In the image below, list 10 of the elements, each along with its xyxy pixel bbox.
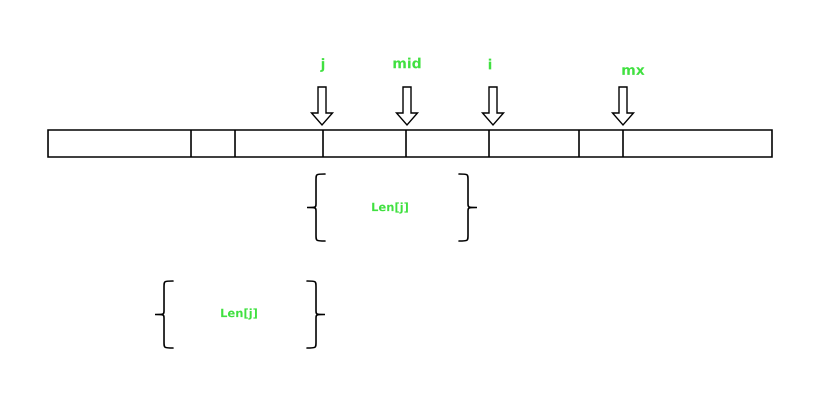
pointer-label: mx	[622, 67, 645, 75]
hollow-arrow	[394, 86, 420, 126]
hollow-arrow	[610, 86, 636, 126]
length-label: Len[j]	[221, 308, 257, 320]
pointer-label: mid	[393, 58, 421, 68]
hollow-arrow	[480, 86, 506, 126]
pointer-label: j	[320, 58, 324, 72]
length-label: Len[j]	[372, 202, 408, 214]
pointer-label: i	[488, 58, 492, 70]
hollow-arrow	[310, 86, 334, 126]
